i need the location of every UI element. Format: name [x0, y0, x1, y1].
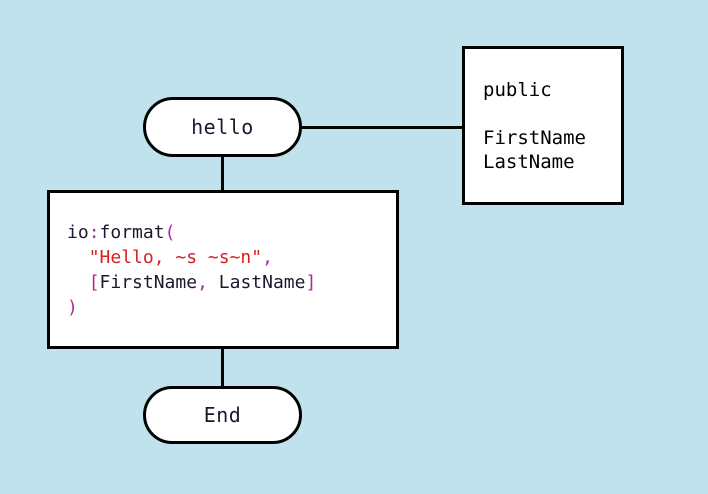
node-comment-public[interactable]: public FirstName LastName: [462, 46, 624, 205]
code-line-4: ): [67, 295, 396, 320]
code-token-lastname: LastName: [218, 271, 306, 293]
code-line-3: [FirstName, LastName]: [67, 270, 396, 295]
edge-hello-to-code: [221, 155, 224, 192]
comment-line-public: public: [483, 78, 552, 101]
node-code-block[interactable]: io:format( "Hello, ~s ~s~n", [FirstName,…: [47, 190, 399, 349]
comment-line-lastname: LastName: [483, 150, 575, 173]
code-token-firstname: FirstName: [99, 271, 198, 293]
code-token-io: io: [67, 221, 89, 243]
code-token-close-bracket: ]: [305, 271, 317, 293]
comment-line-firstname: FirstName: [483, 126, 586, 149]
code-token-format-string: "Hello, ~s ~s~n": [88, 246, 263, 268]
edge-hello-to-comment: [300, 126, 464, 129]
node-hello[interactable]: hello: [143, 97, 302, 157]
code-line-2: "Hello, ~s ~s~n",: [67, 245, 396, 270]
code-token-comma-3: ,: [197, 271, 208, 293]
code-space-3: [208, 272, 219, 293]
node-end[interactable]: End: [143, 386, 302, 444]
edge-code-to-end: [221, 347, 224, 388]
code-token-close-paren: ): [67, 296, 78, 318]
node-end-label: End: [203, 403, 242, 427]
code-indent-3: [67, 272, 89, 293]
code-token-colon: :: [88, 221, 100, 243]
code-token-format: format: [99, 221, 165, 243]
code-token-open-paren: (: [164, 221, 176, 243]
code-line-1: io:format(: [67, 220, 396, 245]
code-token-open-bracket: [: [88, 271, 100, 293]
comment-blank-line: [483, 102, 621, 126]
code-token-comma-2: ,: [262, 246, 273, 268]
code-indent-2: [67, 247, 89, 268]
node-hello-label: hello: [191, 115, 254, 139]
